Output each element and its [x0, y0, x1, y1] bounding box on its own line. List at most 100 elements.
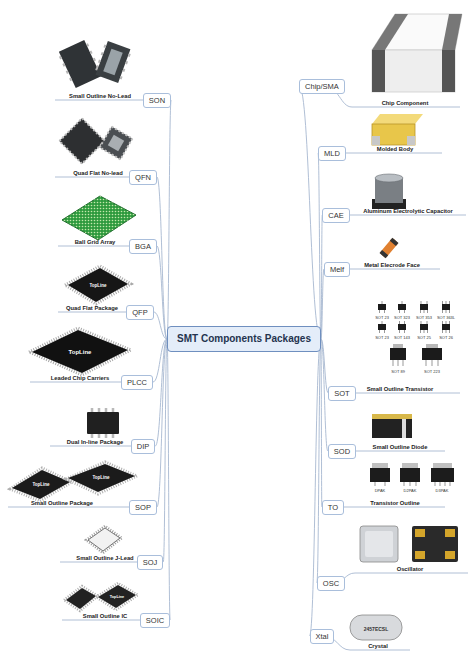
branch-topic: Melf — [324, 262, 350, 277]
branch-connector — [167, 100, 171, 339]
branch-connector — [157, 177, 167, 339]
package-caption: Leaded Chip Carriers — [51, 375, 110, 381]
bga-illustration — [62, 196, 136, 240]
branch-topic: SOJ — [137, 555, 164, 570]
sot-illustration — [426, 360, 438, 366]
part-marking: D3PAK — [436, 489, 449, 493]
branch-topic: BGA — [129, 239, 157, 254]
branch-underline — [337, 269, 440, 270]
topic-text: Xtal — [316, 632, 329, 641]
son-illustration — [59, 40, 101, 88]
topic-text: BGA — [135, 242, 151, 251]
soic-illustration — [98, 585, 136, 608]
package-caption: Small Outline Diode — [373, 444, 428, 450]
sot-illustration — [380, 301, 450, 366]
part-marking: SOT 89 — [391, 370, 405, 374]
sod-illustration — [372, 414, 412, 419]
soic-illustration — [64, 583, 138, 611]
sot-illustration — [421, 301, 428, 313]
son-illustration — [103, 49, 122, 76]
sot-illustration — [378, 324, 386, 330]
to-illustration — [435, 482, 450, 486]
chip-illustration — [442, 14, 462, 50]
to-illustration — [400, 468, 420, 482]
bga-illustration — [62, 196, 136, 240]
package-caption: Transistor Outline — [370, 500, 420, 506]
package-caption: Crystal — [368, 643, 388, 649]
crystal-illustration — [350, 615, 402, 640]
branch-connector — [321, 339, 328, 451]
topic-text: QFP — [132, 308, 147, 317]
qfn-illustration — [100, 127, 133, 160]
bga-illustration — [62, 196, 136, 240]
to-illustration — [402, 463, 418, 468]
topic-text: SOD — [334, 447, 350, 456]
sop-illustration — [68, 464, 135, 492]
package-caption: Molded Body — [377, 146, 413, 152]
to-illustration — [404, 482, 416, 486]
branch-connector — [318, 153, 321, 339]
package-caption: Small Outline Transistor — [367, 386, 434, 392]
part-marking: SOT 223 — [424, 370, 440, 374]
package-caption: Quad Flat Package — [66, 305, 118, 311]
mld-illustration — [372, 114, 423, 145]
branch-connector — [310, 339, 321, 636]
sot-illustration — [422, 348, 442, 360]
soj-illustration — [88, 528, 120, 551]
branch-topic: QFN — [129, 170, 157, 185]
soic-illustration — [64, 586, 98, 611]
qfp-illustration — [68, 268, 128, 302]
son-illustration — [96, 46, 131, 78]
sot-illustration — [443, 321, 450, 333]
part-marking: SOT 353 — [416, 316, 432, 320]
part-marking: D2PAK — [404, 489, 417, 493]
qfn-illustration — [59, 118, 104, 163]
son-illustration — [60, 45, 99, 80]
sop-illustration — [12, 470, 70, 499]
branch-underline — [336, 215, 466, 216]
soic-illustration — [96, 583, 138, 610]
part-marking: TopLine — [32, 483, 49, 488]
part-marking: TopLine — [92, 476, 109, 481]
to-illustration — [370, 468, 390, 482]
package-caption: Quad Flat No-lead — [73, 170, 123, 176]
plcc-illustration — [29, 328, 131, 375]
mld-illustration — [372, 136, 380, 145]
sot-illustration — [420, 324, 428, 330]
melf-illustration — [380, 238, 399, 258]
branch-connector — [154, 312, 167, 339]
osc-illustration — [445, 551, 455, 559]
branch-connector — [167, 339, 170, 620]
part-marking: DPAK — [375, 489, 386, 493]
soj-illustration — [86, 526, 122, 553]
sod-illustration — [372, 419, 412, 438]
sot-illustration — [420, 304, 428, 310]
branch-underline — [333, 507, 445, 508]
chip-illustration — [372, 14, 462, 92]
qfn-illustration — [108, 135, 124, 151]
package-caption: Chip Component — [382, 100, 429, 106]
topic-text: SOJ — [143, 558, 158, 567]
to-illustration — [431, 468, 454, 482]
part-marking: TopLine — [89, 284, 106, 289]
branch-topic: SOD — [328, 444, 356, 459]
plcc-illustration — [29, 328, 131, 375]
mld-illustration — [372, 114, 423, 124]
qfn-illustration — [100, 127, 133, 160]
branch-topic: DIP — [131, 439, 156, 454]
part-marking: SOT 363L — [437, 316, 455, 320]
sod-illustration — [402, 419, 406, 438]
part-marking: SOT 26 — [439, 336, 453, 340]
package-caption: Oscillator — [397, 566, 424, 572]
melf-illustration — [380, 250, 389, 258]
topic-text: SON — [149, 96, 165, 105]
central-topic: SMT Components Packages — [167, 326, 321, 352]
branch-underline — [332, 153, 442, 154]
sot-illustration — [398, 324, 406, 330]
osc-illustration — [415, 529, 425, 537]
topic-text: SOT — [334, 389, 349, 398]
part-marking: SOT 143 — [394, 336, 410, 340]
chip-illustration — [372, 50, 455, 92]
package-caption: Dual In-line Package — [67, 439, 123, 445]
topic-text: CAE — [328, 211, 343, 220]
